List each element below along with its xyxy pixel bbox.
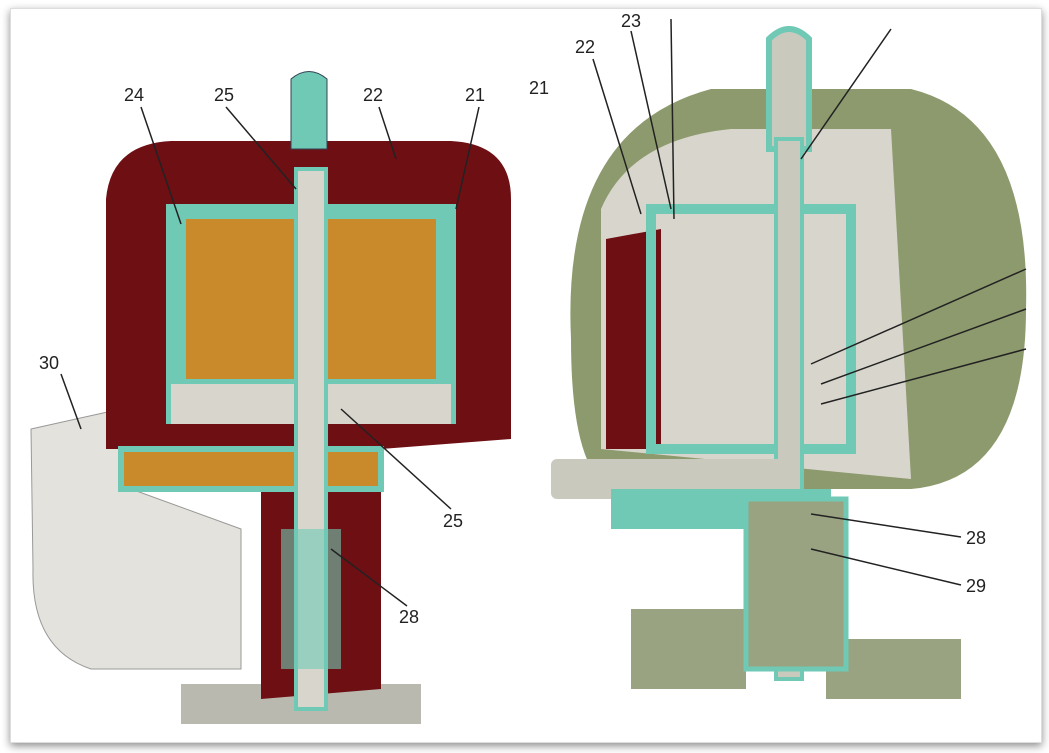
illustration-frame: 24 25 22 21 30 25 28 21 22 23 — [10, 8, 1042, 743]
label-23-right: 23 — [621, 11, 641, 31]
label-24: 24 — [124, 85, 144, 105]
label-25b: 25 — [443, 511, 463, 531]
label-28: 28 — [399, 607, 419, 627]
label-21: 21 — [465, 85, 485, 105]
right-foot-right — [826, 639, 961, 699]
left-pump-body-30 — [30, 408, 242, 670]
centrifugal-oil-filter-diagram: 24 25 22 21 30 25 28 21 22 23 — [30, 11, 1027, 724]
right-foot-left — [631, 609, 746, 689]
label-22: 22 — [363, 85, 383, 105]
left-cap-nut — [290, 71, 328, 150]
label-30: 30 — [39, 353, 59, 373]
label-25: 25 — [214, 85, 234, 105]
right-rotor — [646, 204, 856, 454]
label-21-right: 21 — [529, 78, 549, 98]
right-cutaway-view — [551, 26, 1027, 699]
label-28-right: 28 — [966, 528, 986, 548]
label-29-right: 29 — [966, 576, 986, 596]
left-cutaway-view — [30, 71, 511, 724]
right-interior — [601, 129, 911, 479]
label-22-right: 22 — [575, 37, 595, 57]
left-oil-channel — [118, 446, 384, 492]
right-column — [743, 496, 849, 672]
left-valve-28 — [281, 529, 341, 669]
left-callouts: 24 25 22 21 30 25 28 — [39, 85, 485, 627]
right-callouts: 21 22 23 28 29 — [529, 11, 1027, 596]
right-cap — [766, 26, 812, 152]
